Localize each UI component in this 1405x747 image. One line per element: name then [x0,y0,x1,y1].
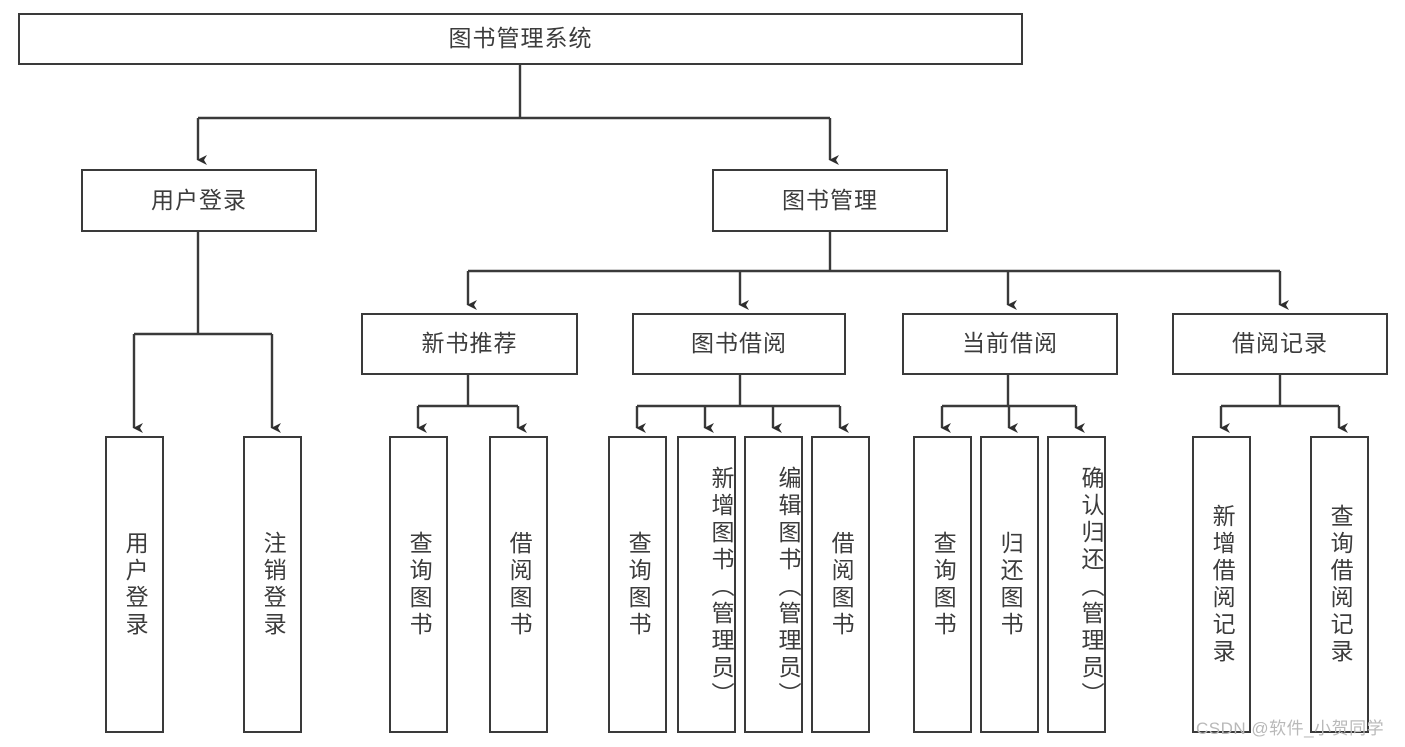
node-label: 归还图书 [997,530,1024,639]
node-label: 新书推荐 [421,330,518,357]
csdn-watermark: CSDN @软件_小贺同学 [1196,719,1385,738]
leaf-current-borrow-return[interactable]: 归还图书 [980,436,1039,733]
node-label: 确认归还（管理员） [1078,466,1104,709]
node-label: 编辑图书（管理员） [775,466,801,709]
leaf-new-book-borrow[interactable]: 借阅图书 [489,436,548,733]
node-label: 图书管理 [782,186,878,213]
node-label: 借阅图书 [506,530,533,639]
leaf-new-book-query[interactable]: 查询图书 [389,436,448,733]
leaf-user-login-login[interactable]: 用户登录 [105,436,164,733]
node-label: 查询图书 [406,530,433,639]
node-label: 查询图书 [930,530,957,639]
node-label: 图书借阅 [691,330,787,357]
node-book-borrow[interactable]: 图书借阅 [632,313,846,375]
node-label: 借阅图书 [828,530,855,639]
node-label: 注销登录 [260,530,287,639]
leaf-borrow-record-query[interactable]: 查询借阅记录 [1310,436,1369,733]
leaf-book-borrow-edit-admin[interactable]: 编辑图书（管理员） [744,436,803,733]
node-user-login[interactable]: 用户登录 [81,169,317,232]
leaf-borrow-record-add[interactable]: 新增借阅记录 [1192,436,1251,733]
node-book-management[interactable]: 图书管理 [712,169,948,232]
node-label: 当前借阅 [962,330,1058,357]
node-label: 用户登录 [151,186,247,213]
node-borrow-record[interactable]: 借阅记录 [1172,313,1388,375]
leaf-user-login-logout[interactable]: 注销登录 [243,436,302,733]
leaf-current-borrow-query[interactable]: 查询图书 [913,436,972,733]
node-label: 图书管理系统 [448,25,593,52]
node-label: 新增图书（管理员） [708,466,734,709]
node-label: 查询借阅记录 [1327,503,1354,666]
leaf-current-borrow-confirm-admin[interactable]: 确认归还（管理员） [1047,436,1106,733]
leaf-book-borrow-borrow[interactable]: 借阅图书 [811,436,870,733]
node-current-borrow[interactable]: 当前借阅 [902,313,1118,375]
node-label: 新增借阅记录 [1209,503,1236,666]
node-root-system[interactable]: 图书管理系统 [18,13,1023,65]
leaf-book-borrow-query[interactable]: 查询图书 [608,436,667,733]
node-label: 用户登录 [122,530,149,639]
leaf-book-borrow-add-admin[interactable]: 新增图书（管理员） [677,436,736,733]
node-label: 查询图书 [625,530,652,639]
node-label: 借阅记录 [1232,330,1328,357]
node-new-book-recommend[interactable]: 新书推荐 [361,313,578,375]
